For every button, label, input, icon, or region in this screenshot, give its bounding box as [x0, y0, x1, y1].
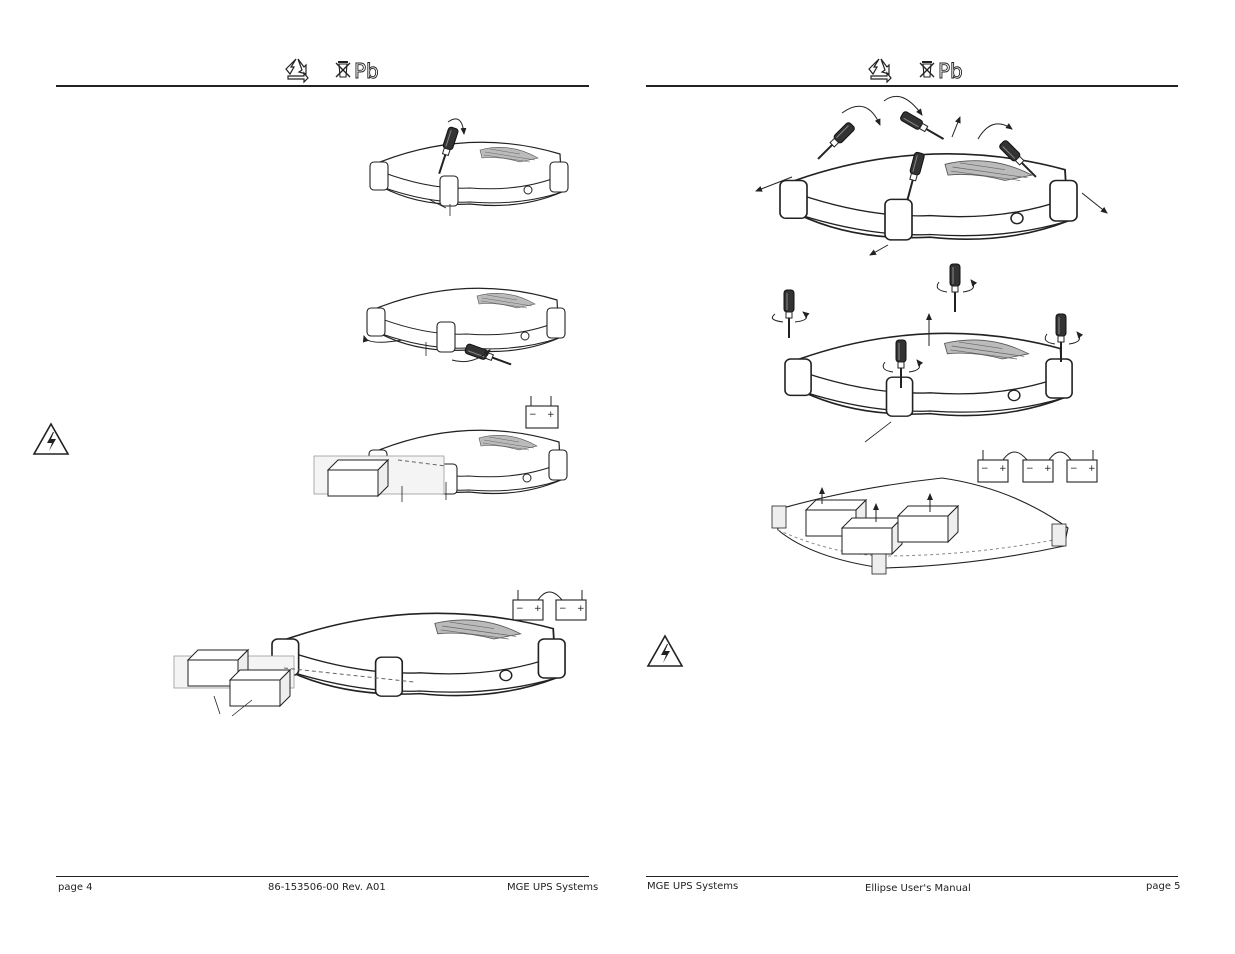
- header-rule: [56, 85, 589, 87]
- battery-plus-label: +: [999, 464, 1007, 474]
- battery-minus-label: −: [529, 410, 537, 420]
- header-logos: Pb: [285, 58, 379, 83]
- battery-minus-label: −: [516, 604, 524, 614]
- battery-plus-label: +: [577, 604, 585, 614]
- figure-remove-four-corners: [755, 95, 1108, 256]
- company-name: MGE UPS Systems: [647, 881, 739, 892]
- battery-minus-label: −: [559, 604, 567, 614]
- battery-block: [841, 517, 903, 555]
- battery-minus-label: −: [1070, 464, 1078, 474]
- screwdriver-icon: [949, 263, 961, 313]
- battery-block: [897, 505, 959, 543]
- battery-plus-label: +: [1044, 464, 1052, 474]
- figure-battery-removal-double: [173, 612, 566, 717]
- battery-minus-label: −: [1026, 464, 1034, 474]
- page-number: page 4: [58, 882, 93, 893]
- battery-symbol-triple: − + − + − +: [977, 450, 1098, 483]
- battery-plus-label: +: [1088, 464, 1096, 474]
- electrical-warning-icon: [33, 423, 69, 455]
- figure-lift-cover: [771, 263, 1097, 443]
- recycle-icon: [868, 58, 892, 83]
- figure-remove-corner: [369, 118, 569, 216]
- battery-plus-label: +: [534, 604, 542, 614]
- figure-unscrew-side: [362, 287, 566, 371]
- screwdriver-icon: [783, 289, 795, 339]
- right-page: Pb: [617, 0, 1235, 954]
- figure-battery-removal-single: [313, 429, 568, 502]
- battery-minus-label: −: [981, 464, 989, 474]
- header-rule: [646, 85, 1178, 87]
- manual-title: Ellipse User's Manual: [865, 883, 971, 894]
- figure-battery-base: [771, 477, 1069, 575]
- battery-symbol-double: − + − +: [512, 590, 587, 621]
- screwdriver-icon: [898, 109, 948, 145]
- lead-symbol: Pb: [938, 59, 963, 83]
- electrical-warning-icon: [647, 635, 683, 667]
- battery-symbol-single: − +: [525, 396, 559, 429]
- no-lead-icon: [919, 60, 935, 78]
- page-number: page 5: [1146, 881, 1181, 892]
- battery-block: [229, 669, 291, 707]
- battery-block: [327, 459, 389, 497]
- header-logos: Pb: [868, 58, 963, 83]
- company-name: MGE UPS Systems: [507, 882, 599, 893]
- no-lead-icon: [335, 60, 351, 78]
- doc-number: 86-153506-00 Rev. A01: [268, 882, 386, 893]
- left-page: Pb − +: [33, 58, 599, 893]
- footer-rule: [56, 876, 589, 877]
- footer-rule: [646, 876, 1178, 877]
- recycle-icon: [285, 58, 309, 83]
- screwdriver-icon: [813, 120, 857, 164]
- battery-plus-label: +: [547, 410, 555, 420]
- lead-symbol: Pb: [354, 59, 379, 83]
